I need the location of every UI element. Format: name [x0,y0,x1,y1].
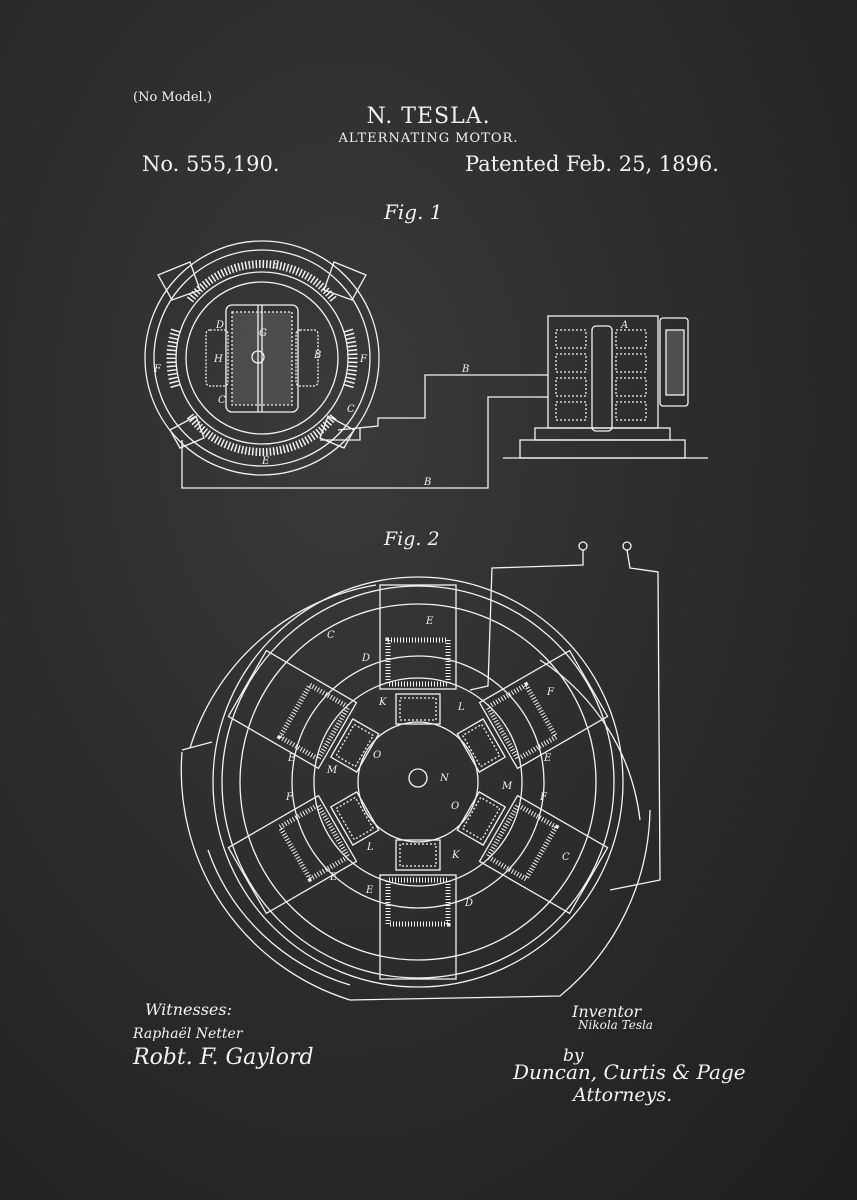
fig2-letter: K [378,697,387,708]
fig2-letter: E [425,616,434,627]
fig1-letter: B [423,477,431,488]
figure-1-wires [181,374,540,489]
fig1-letter: C [218,395,226,406]
inventor-name-title: N. TESLA. [366,104,491,129]
attorneys-signature: Duncan, Curtis & Page [513,1060,746,1084]
fig2-letter: E [543,753,552,764]
fig2-letter: E [329,872,338,883]
figure-2-label: Fig. 2 [384,528,440,550]
fig1-letter: A [620,320,628,331]
fig2-letter: L [457,702,465,713]
patent-title: ALTERNATING MOTOR. [338,131,519,146]
fig1-letter: B [461,364,469,375]
fig2-letter: N [439,773,450,784]
patent-number: No. 555,190. [142,152,280,176]
fig2-letter: M [501,781,513,792]
fig2-letter: C [562,852,570,863]
patent-date: Patented Feb. 25, 1896. [465,152,719,176]
fig1-letter: E [271,260,280,271]
fig2-letter: L [366,842,374,853]
fig2-letter: O [451,801,459,812]
attorneys-label: Attorneys. [573,1084,673,1106]
fig2-letter: F [539,792,548,803]
fig2-letter: E [287,753,296,764]
fig2-letter: C [327,630,335,641]
witness-1-signature: Raphaël Netter [133,1026,243,1042]
by-label: by [563,1046,584,1066]
fig2-letter: F [285,792,294,803]
fig2-letter: M [326,765,338,776]
inventor-label: Inventor [572,1002,642,1021]
figure-2-terminals [469,541,661,891]
figure-1-label: Fig. 1 [384,200,443,224]
witness-2-signature: Robt. F. Gaylord [133,1045,314,1070]
fig2-letter: K [451,850,460,861]
inventor-signature: Nikola Tesla [578,1018,653,1032]
fig2-letter: F [546,687,555,698]
fig1-letter: F [359,354,368,365]
fig1-letter: D [215,320,224,331]
fig1-letter: F [153,364,162,375]
fig1-letter: E [261,456,270,467]
fig2-letter: O [373,750,381,761]
fig2-letter: D [361,653,370,664]
figure-2-motor [180,576,651,1001]
pole-coils [227,584,609,980]
figure-1-generator [503,315,708,459]
fig1-letter: B [313,350,321,361]
figure-1-motor [144,240,380,476]
witnesses-label: Witnesses: [145,1000,232,1019]
fig1-letter: H [213,354,223,365]
no-model-label: (No Model.) [133,90,212,105]
fig1-letter: C [347,404,355,415]
fig1-letter: G [259,328,267,339]
fig2-letter: D [464,898,473,909]
fig2-letter: E [365,885,374,896]
